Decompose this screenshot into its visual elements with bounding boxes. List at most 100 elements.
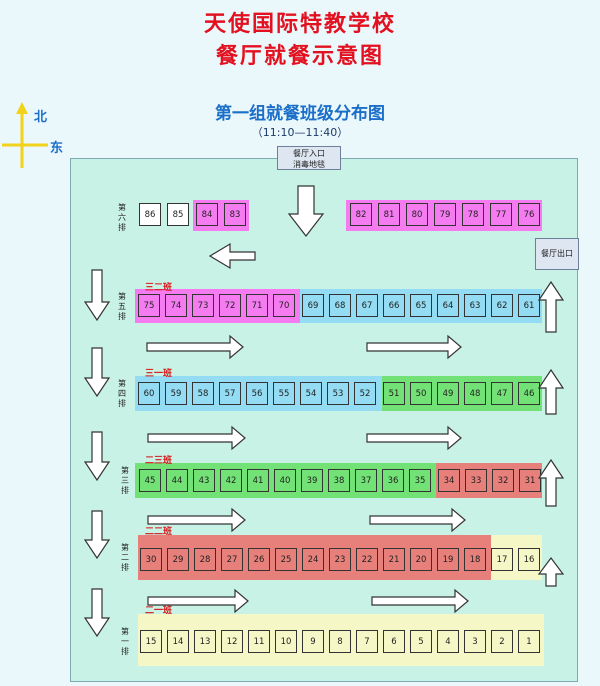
table-23: 23 xyxy=(329,548,351,571)
table-20: 20 xyxy=(410,548,432,571)
table-38: 38 xyxy=(328,469,350,492)
table-61: 61 xyxy=(518,294,540,317)
table-60: 60 xyxy=(138,382,160,405)
table-78: 78 xyxy=(462,203,484,226)
table-66: 66 xyxy=(383,294,405,317)
east-label: 东 xyxy=(50,141,64,156)
title-line-2: 餐厅就餐示意图 xyxy=(215,44,384,69)
table-24: 24 xyxy=(302,548,324,571)
table-51: 51 xyxy=(383,382,405,405)
table-41: 41 xyxy=(247,469,269,492)
table-17: 17 xyxy=(491,548,513,571)
table-25: 25 xyxy=(275,548,297,571)
arrow-down-icon xyxy=(83,588,111,638)
table-58: 58 xyxy=(192,382,214,405)
title-line-1: 天使国际特教学校 xyxy=(203,12,396,37)
table-2: 2 xyxy=(491,630,513,653)
table-79: 79 xyxy=(434,203,456,226)
table-37: 37 xyxy=(355,469,377,492)
table-42: 42 xyxy=(220,469,242,492)
table-19: 19 xyxy=(437,548,459,571)
table-1: 1 xyxy=(518,630,540,653)
table-22: 22 xyxy=(356,548,378,571)
entrance-box: 餐厅入口 消毒地毯 xyxy=(277,146,341,170)
class-label-row3: 二三班 xyxy=(145,456,173,466)
subtitle: 第一组就餐班级分布图 xyxy=(215,104,385,124)
table-77: 77 xyxy=(490,203,512,226)
table-8: 8 xyxy=(329,630,351,653)
arrow-right-icon xyxy=(366,425,462,451)
table-3: 3 xyxy=(464,630,486,653)
table-32: 32 xyxy=(492,469,514,492)
table-69: 69 xyxy=(302,294,324,317)
table-29: 29 xyxy=(167,548,189,571)
table-50: 50 xyxy=(410,382,432,405)
table-48: 48 xyxy=(464,382,486,405)
table-36: 36 xyxy=(382,469,404,492)
north-label: 北 xyxy=(34,110,48,125)
table-34: 34 xyxy=(438,469,460,492)
class-label-row1: 二一班 xyxy=(145,606,173,616)
arrow-up-icon xyxy=(537,557,565,587)
arrow-right-icon xyxy=(147,507,246,533)
table-56: 56 xyxy=(246,382,268,405)
arrow-down-icon xyxy=(83,431,111,482)
table-81: 81 xyxy=(378,203,400,226)
compass-icon xyxy=(2,102,48,168)
class-label-row5: 三二班 xyxy=(145,283,173,293)
table-65: 65 xyxy=(410,294,432,317)
row-label-6: 第六排 xyxy=(118,203,126,232)
row-label-1: 第一排 xyxy=(121,627,129,656)
table-63: 63 xyxy=(464,294,486,317)
band-row4-green xyxy=(382,376,542,411)
arrow-right-icon xyxy=(147,425,246,451)
table-73: 73 xyxy=(192,294,214,317)
band-row5-magenta xyxy=(135,289,300,323)
table-30: 30 xyxy=(140,548,162,571)
table-16: 16 xyxy=(518,548,540,571)
table-10: 10 xyxy=(275,630,297,653)
table-39: 39 xyxy=(301,469,323,492)
class-label-row2: 二二班 xyxy=(145,527,173,537)
dining-hall-floor xyxy=(70,158,578,682)
row-label-4: 第四排 xyxy=(118,379,126,408)
arrow-down-icon xyxy=(83,510,111,560)
table-62: 62 xyxy=(491,294,513,317)
arrow-right-icon xyxy=(146,334,244,360)
table-11: 11 xyxy=(248,630,270,653)
table-15: 15 xyxy=(140,630,162,653)
arrow-up-icon xyxy=(537,280,565,333)
table-70: 70 xyxy=(273,294,295,317)
table-40: 40 xyxy=(274,469,296,492)
table-74: 74 xyxy=(165,294,187,317)
table-45: 45 xyxy=(139,469,161,492)
arrow-down-icon xyxy=(83,347,111,398)
table-44: 44 xyxy=(166,469,188,492)
arrow-right-icon xyxy=(369,507,466,533)
table-31: 31 xyxy=(519,469,541,492)
table-7: 7 xyxy=(356,630,378,653)
disinfect-mat-label: 消毒地毯 xyxy=(293,160,325,169)
table-12: 12 xyxy=(221,630,243,653)
table-49: 49 xyxy=(437,382,459,405)
arrow-up-icon xyxy=(537,458,565,507)
table-75: 75 xyxy=(138,294,160,317)
table-9: 9 xyxy=(302,630,324,653)
arrow-right-icon xyxy=(371,588,469,614)
table-27: 27 xyxy=(221,548,243,571)
table-59: 59 xyxy=(165,382,187,405)
time-range: （11:10—11:40） xyxy=(251,126,349,139)
arrow-right-icon xyxy=(147,588,249,614)
table-85: 85 xyxy=(167,203,189,226)
table-82: 82 xyxy=(350,203,372,226)
row-label-5: 第五排 xyxy=(118,292,126,321)
table-35: 35 xyxy=(409,469,431,492)
class-label-row4: 三一班 xyxy=(145,369,173,379)
table-86: 86 xyxy=(139,203,161,226)
arrow-right-icon xyxy=(366,334,462,360)
table-54: 54 xyxy=(300,382,322,405)
table-47: 47 xyxy=(491,382,513,405)
table-18: 18 xyxy=(464,548,486,571)
arrow-left-icon xyxy=(208,242,256,270)
